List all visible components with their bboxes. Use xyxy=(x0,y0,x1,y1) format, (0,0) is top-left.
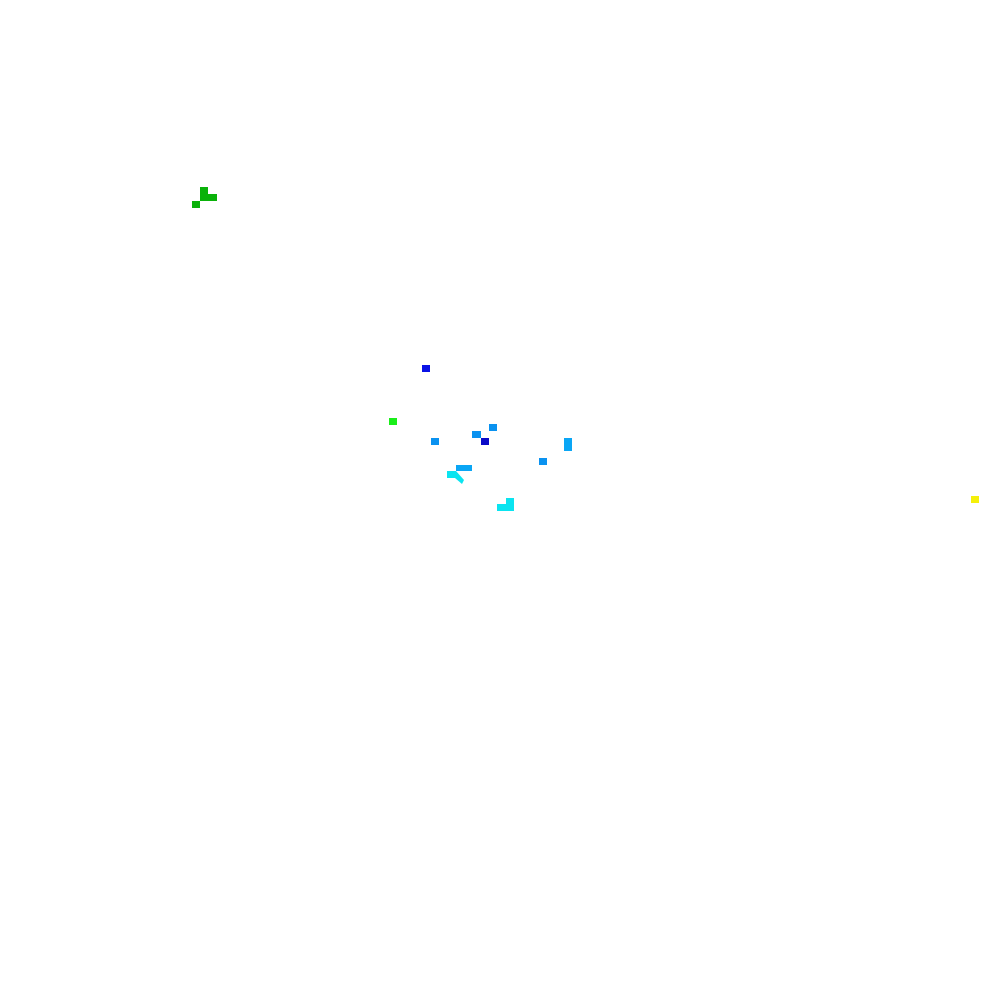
blue-pixel xyxy=(481,438,489,445)
green-pixel xyxy=(200,194,217,201)
yellow-pixel xyxy=(971,496,979,503)
blue-pixel xyxy=(422,365,430,372)
cyan-pixel-group xyxy=(447,471,514,511)
green-pixel xyxy=(192,201,200,208)
cyan-arc xyxy=(447,471,464,484)
green-pixel xyxy=(200,187,208,195)
cyan-pixel xyxy=(506,498,514,505)
blue-pixel xyxy=(564,438,572,451)
blue-pixel xyxy=(539,458,547,465)
blue-pixel xyxy=(431,438,439,445)
bright-green-pixel xyxy=(389,418,397,425)
blue-pixel-group xyxy=(431,424,572,471)
green-cluster xyxy=(192,187,217,208)
blue-pixel xyxy=(489,424,497,431)
blue-pixel xyxy=(456,465,472,471)
blue-pixel xyxy=(472,431,481,438)
cyan-pixel xyxy=(497,504,514,511)
